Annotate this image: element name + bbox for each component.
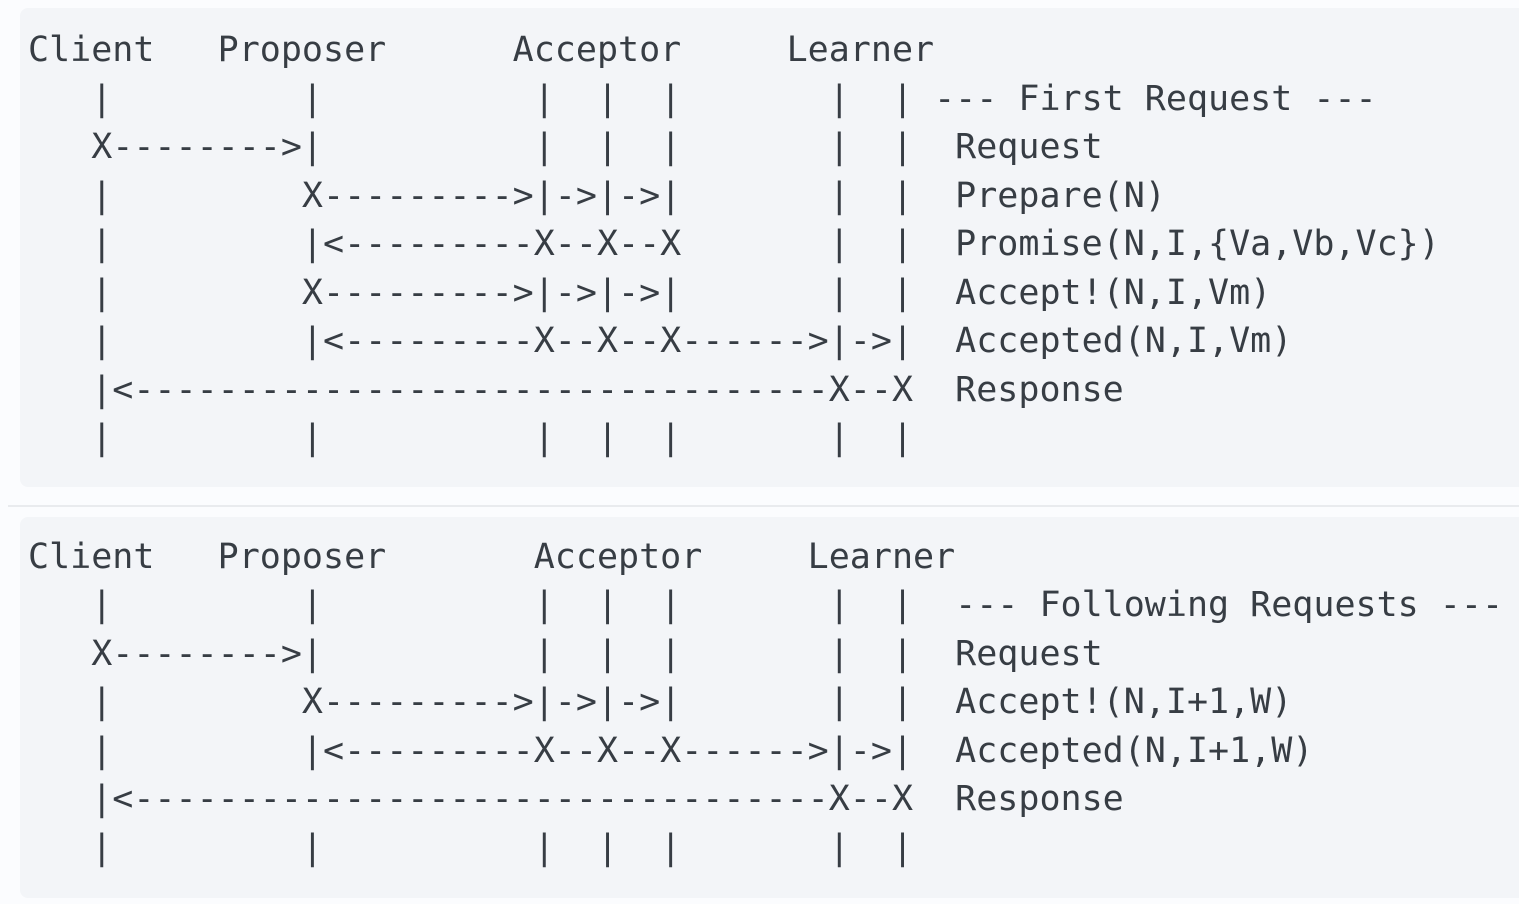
section-divider	[8, 504, 1519, 507]
paxos-sequence-diagram-following-requests: Client Proposer Acceptor Learner | | | |…	[20, 516, 1519, 898]
paxos-sequence-diagram-first-request: Client Proposer Acceptor Learner | | | |…	[20, 8, 1519, 487]
paxos-ascii-diagram-page: Client Proposer Acceptor Learner | | | |…	[0, 8, 1519, 904]
